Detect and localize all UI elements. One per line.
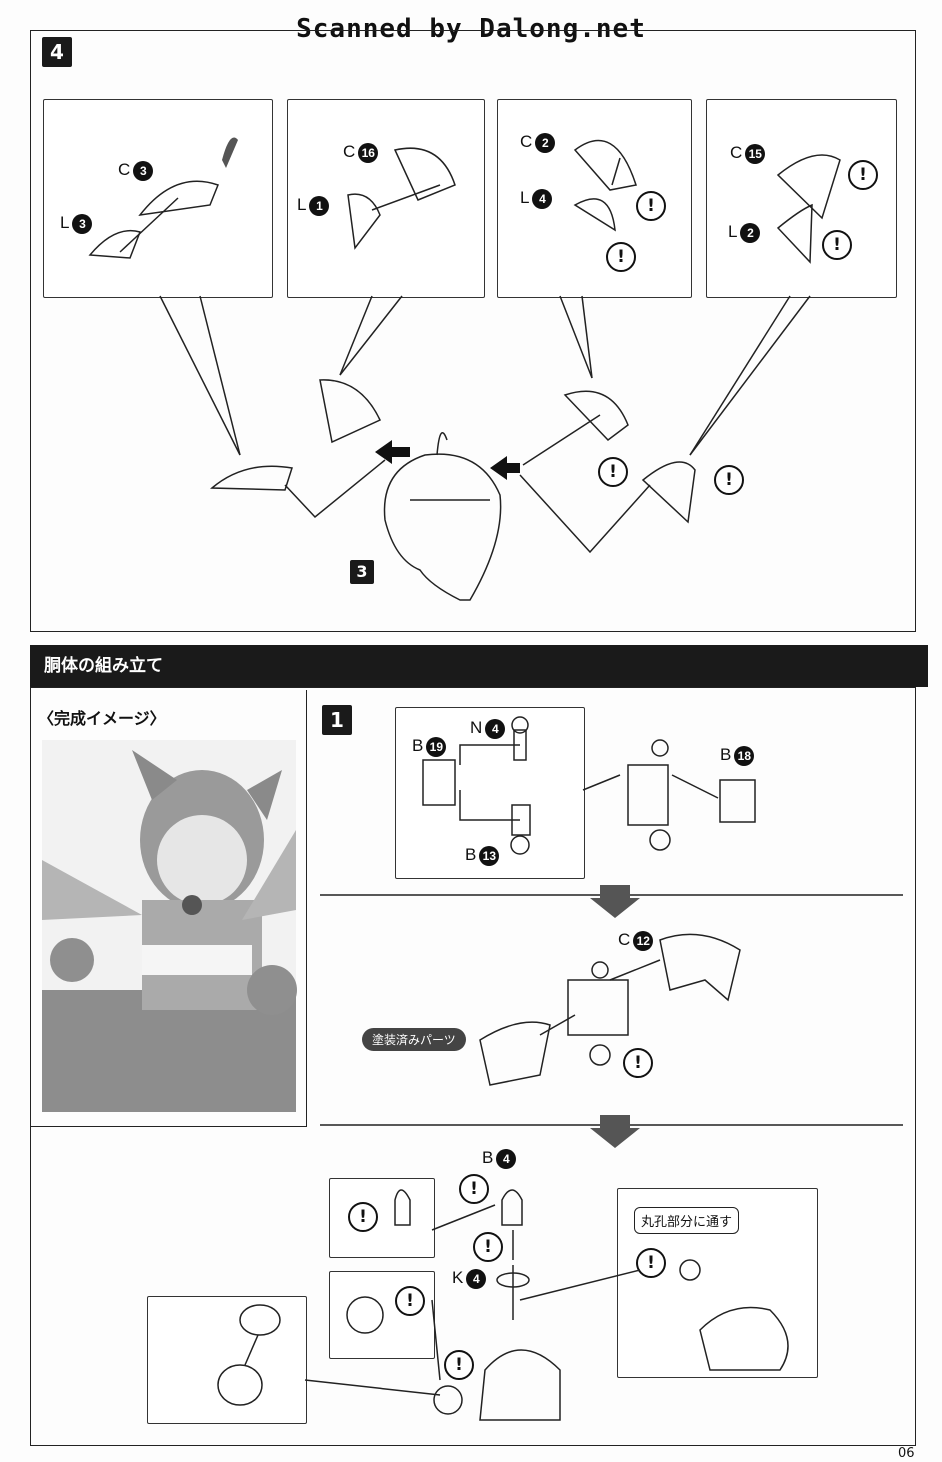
step4-frame	[30, 30, 916, 632]
warning-icon: !	[473, 1232, 503, 1262]
warning-icon: !	[848, 160, 878, 190]
detail-panel-b4	[329, 1178, 435, 1258]
step1-diagram	[217, 716, 903, 1421]
detail-panel-1	[43, 99, 273, 298]
step4-number: 4	[42, 37, 72, 67]
painted-parts-tag: 塗装済みパーツ	[362, 1028, 466, 1051]
finished-image-box	[30, 690, 307, 1127]
finished-image-caption: 〈完成イメージ〉	[38, 709, 166, 728]
torso-frame	[30, 687, 916, 1446]
finished-image	[42, 740, 297, 1112]
through-hole-callout: 丸孔部分に通す	[634, 1207, 740, 1234]
warning-icon: !	[395, 1286, 425, 1316]
warning-icon: !	[714, 465, 744, 495]
step4-diagram	[88, 137, 841, 601]
warning-icon: !	[459, 1174, 489, 1204]
scanner-watermark: Scanned by Dalong.net	[296, 14, 646, 44]
warning-icon: !	[444, 1350, 474, 1380]
warning-icon: !	[348, 1202, 378, 1232]
page-number: 06	[898, 1446, 915, 1461]
step1-number: 1	[322, 705, 352, 735]
warning-icon: !	[636, 191, 666, 221]
head-step-badge: 3	[350, 560, 374, 584]
warning-icon: !	[623, 1048, 653, 1078]
section-title-bar: 胴体の組み立て	[30, 645, 928, 687]
warning-icon: !	[598, 457, 628, 487]
warning-icon: !	[606, 242, 636, 272]
warning-icon: !	[822, 230, 852, 260]
warning-icon: !	[636, 1248, 666, 1278]
